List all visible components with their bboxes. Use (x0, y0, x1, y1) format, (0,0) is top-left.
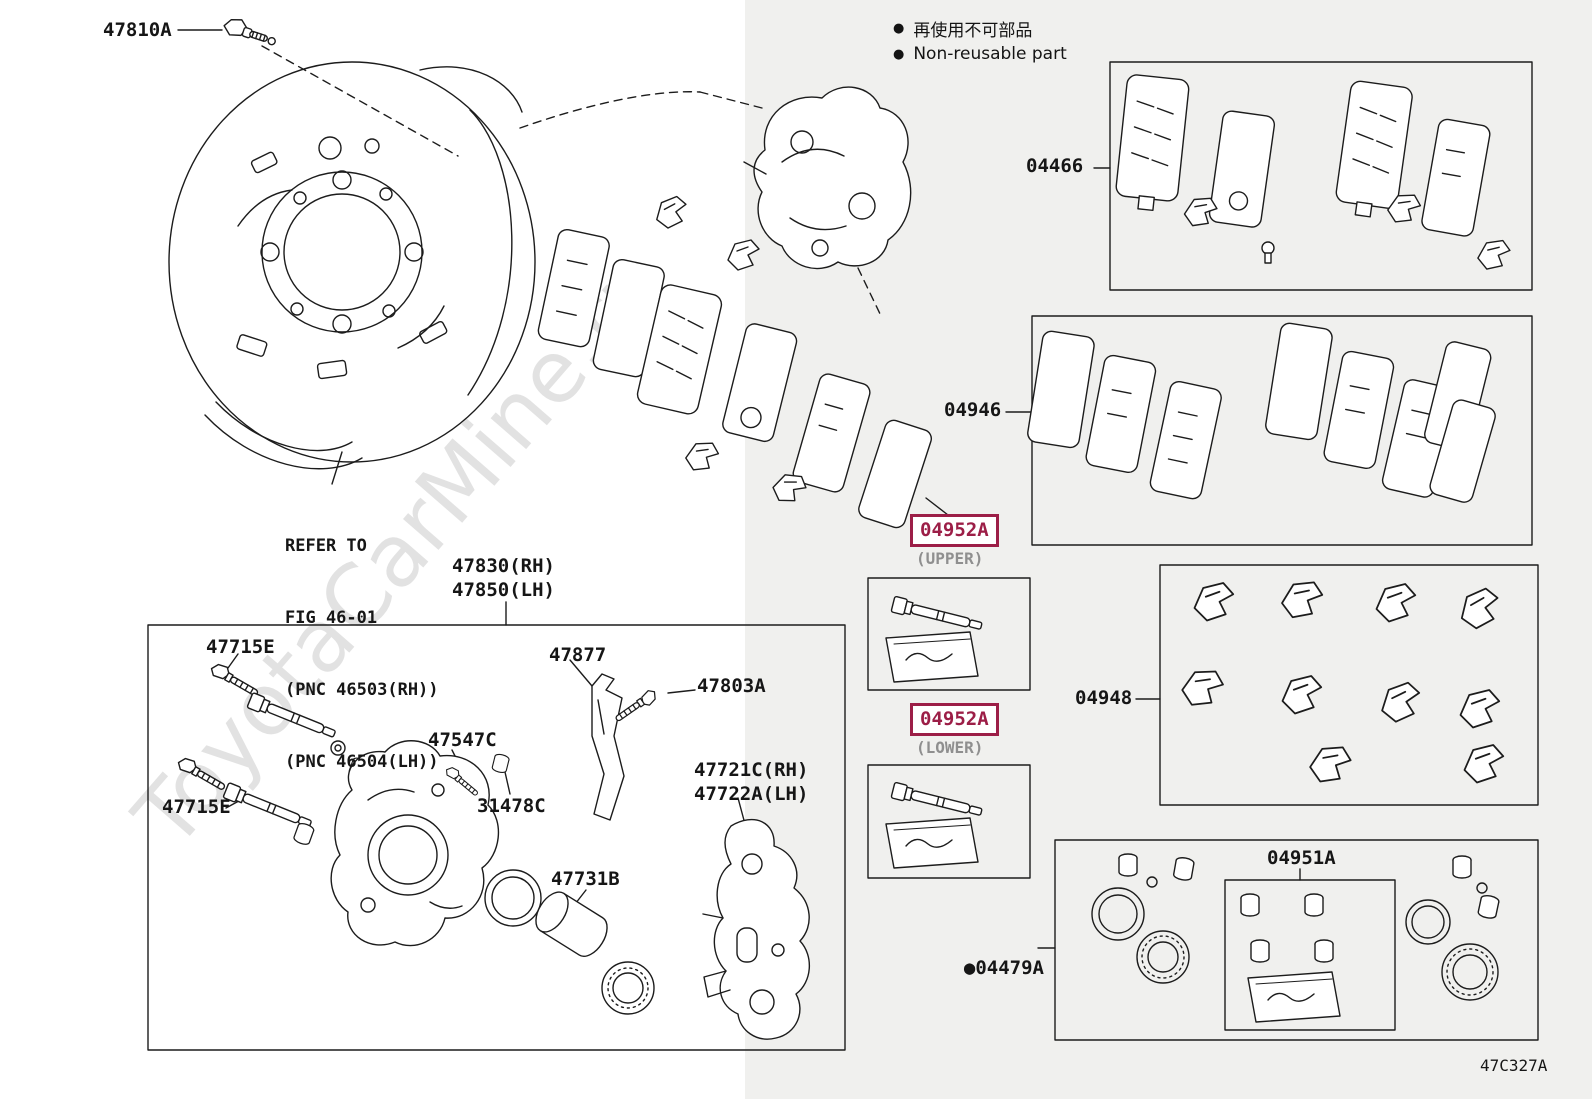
fitting-kit-drawing (1178, 577, 1505, 787)
part-label-04952a-upper[interactable]: 04952A (910, 514, 999, 547)
caliper-assembly-drawing (743, 86, 912, 270)
backing-plate-bolt-drawing (223, 18, 276, 46)
part-label-47715e-upper[interactable]: 47715E (206, 636, 275, 658)
backing-plate-drawing (168, 61, 536, 470)
part-sub-lower: (LOWER) (916, 738, 984, 757)
pin-kit-upper-drawing (885, 595, 984, 683)
diagram-code: 47C327A (1480, 1056, 1548, 1075)
part-label-04946[interactable]: 04946 (944, 399, 1002, 421)
part-label-47731b[interactable]: 47731B (551, 868, 620, 890)
legend-jp-text: 再使用不可部品 (913, 21, 1033, 41)
part-label-31478c[interactable]: 31478C (477, 795, 546, 817)
legend-jp: ● 再使用不可部品 (893, 16, 1032, 41)
part-label-04951a[interactable]: 04951A (1267, 847, 1336, 869)
pad-kit-drawing (1114, 73, 1512, 272)
refer-note-line: (PNC 46504(LH)) (285, 752, 439, 772)
part-label-04479a[interactable]: ●04479A (941, 936, 1044, 980)
refer-note-line: FIG 46-01 (285, 608, 378, 628)
part-label-47803a[interactable]: 47803A (697, 675, 766, 697)
part-label-04479a-text: 04479A (975, 956, 1044, 979)
pad-shim-cluster-drawing (536, 194, 933, 529)
part-label-04466[interactable]: 04466 (1026, 155, 1084, 177)
part-label-47722a[interactable]: 47722A(LH) (694, 783, 809, 805)
part-label-47850lh[interactable]: 47850(LH) (452, 579, 555, 601)
part-label-47830rh[interactable]: 47830(RH) (452, 555, 555, 577)
dashed-connectors (261, 45, 883, 319)
part-label-47547c[interactable]: 47547C (428, 729, 497, 751)
refer-note: REFER TO FIG 46-01 (PNC 46503(RH)) (PNC … (285, 486, 439, 798)
caliper-parts-drawing (175, 660, 811, 1040)
shim-kit-drawing (1025, 321, 1496, 503)
legend-en: ● Non-reusable part (893, 44, 1067, 64)
part-label-47810a[interactable]: 47810A (103, 19, 172, 41)
part-label-04952a-lower[interactable]: 04952A (910, 703, 999, 736)
bullet-icon: ● (893, 46, 905, 62)
pin-kit-lower-drawing (885, 781, 984, 869)
refer-note-line: (PNC 46503(RH)) (285, 680, 439, 700)
part-label-47721c[interactable]: 47721C(RH) (694, 759, 809, 781)
part-label-47715e-lower[interactable]: 47715E (162, 796, 231, 818)
refer-note-line: REFER TO (285, 536, 367, 556)
part-sub-upper: (UPPER) (916, 549, 984, 568)
bullet-icon: ● (893, 21, 905, 36)
part-label-47877[interactable]: 47877 (549, 644, 607, 666)
cylinder-kit-drawing (1091, 853, 1501, 1023)
legend-en-text: Non-reusable part (913, 44, 1067, 64)
part-label-04948[interactable]: 04948 (1075, 687, 1133, 709)
bullet-icon: ● (963, 956, 976, 979)
